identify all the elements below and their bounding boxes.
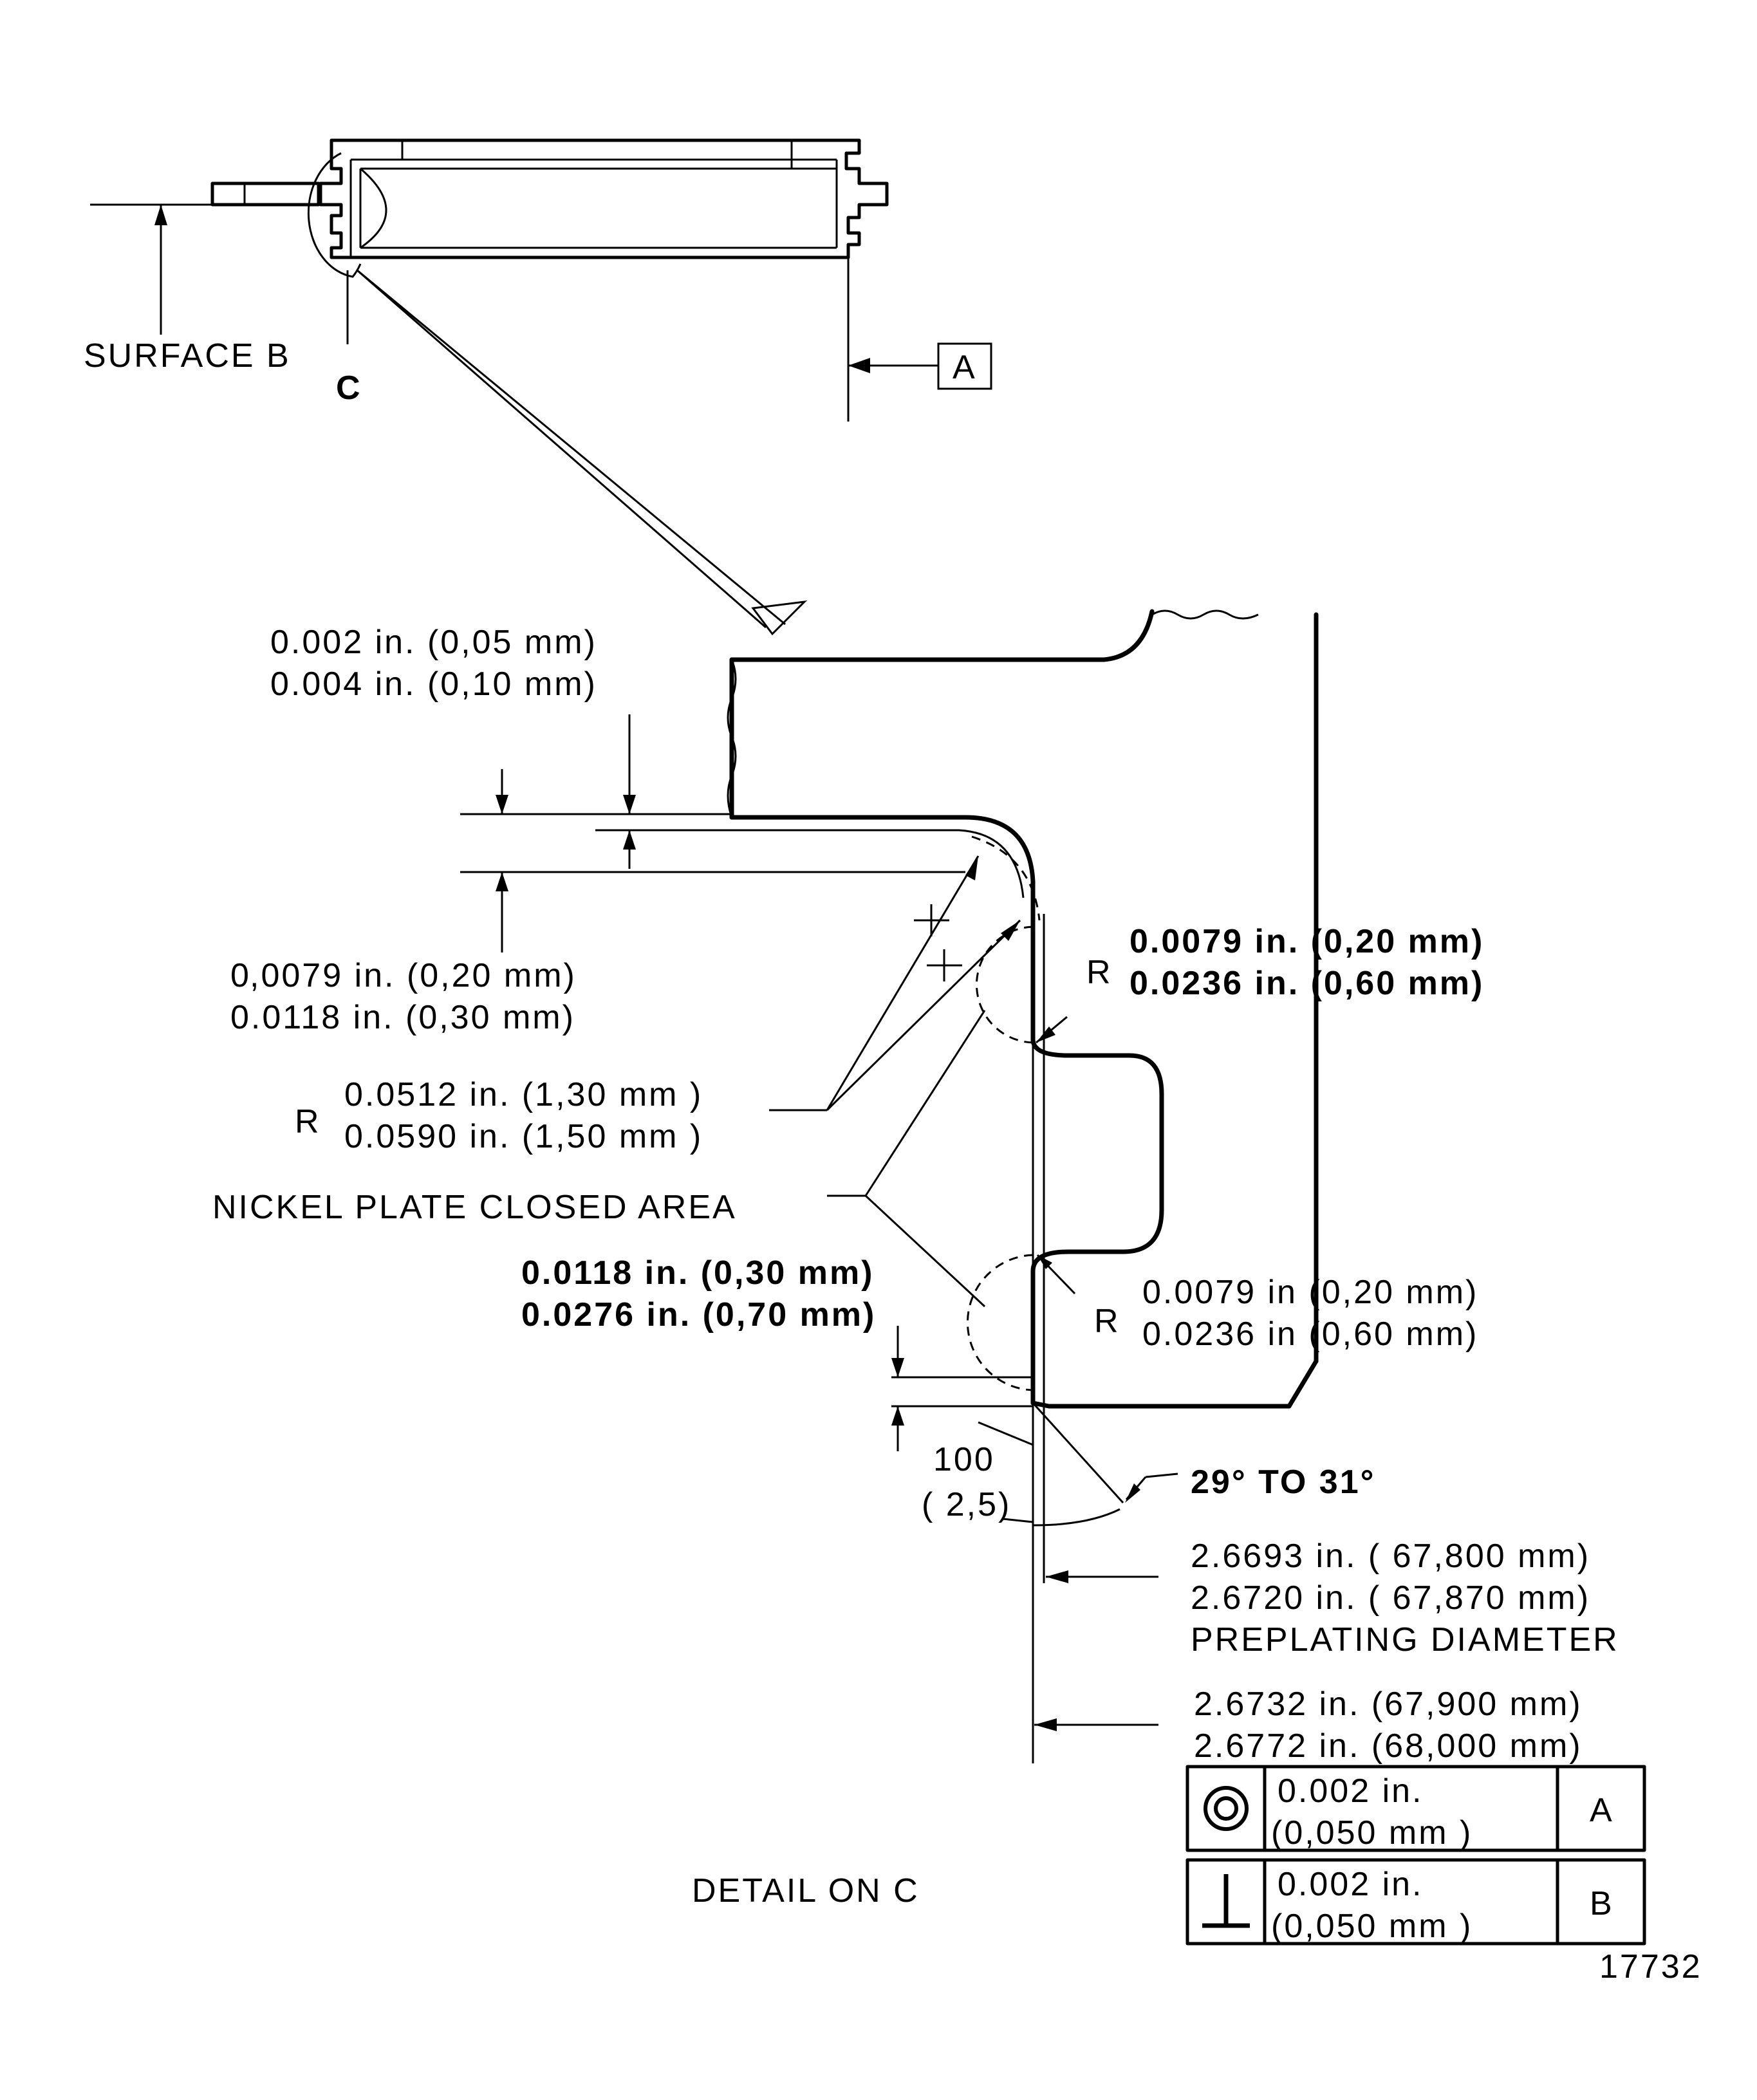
dim-right-top-2: 0.0236 in. (0,60 mm) [1130, 965, 1484, 1002]
dim-left-low-2: 0.0276 in. (0,70 mm) [521, 1296, 876, 1333]
dim-right-low-2: 0.0236 in (0,60 mm) [1142, 1315, 1478, 1353]
chamfer-length-2: ( 2,5) [922, 1486, 1011, 1523]
preplating-dim-2: 2.6720 in. ( 67,870 mm) [1191, 1579, 1590, 1617]
fcf2-datum: B [1590, 1885, 1614, 1922]
dim-right-low-1: 0.0079 in (0,20 mm) [1142, 1274, 1478, 1311]
dim-left-low-1: 0.0118 in. (0,30 mm) [521, 1254, 875, 1292]
fcf1-datum: A [1590, 1792, 1614, 1829]
dimension-lines [460, 714, 1178, 1731]
dim-r-left-1: 0.0512 in. (1,30 mm ) [344, 1076, 703, 1113]
feature-control-frame-perpendicularity [1185, 1858, 1646, 1946]
r-left-label: R [295, 1103, 321, 1140]
r-right-low-label: R [1094, 1303, 1120, 1340]
drawing-number: 17732 [1599, 1948, 1702, 1985]
final-dim-1: 2.6732 in. (67,900 mm) [1194, 1686, 1583, 1723]
dim-right-top-1: 0.0079 in. (0,20 mm) [1130, 923, 1484, 960]
dim-r-left-2: 0.0590 in. (1,50 mm ) [344, 1118, 703, 1155]
preplating-label: PREPLATING DIAMETER [1191, 1621, 1619, 1659]
fcf1-value-2: (0,050 mm ) [1271, 1814, 1473, 1852]
final-dim-2: 2.6772 in. (68,000 mm) [1194, 1727, 1583, 1765]
datum-a-label: A [953, 349, 977, 386]
dim-top-left-2: 0.004 in. (0,10 mm) [270, 665, 597, 703]
dim-top-left-1: 0.002 in. (0,05 mm) [270, 624, 597, 661]
preplating-dim-1: 2.6693 in. ( 67,800 mm) [1191, 1538, 1590, 1575]
dim-left-mid-1: ,0079 in. (0,20 mm) [250, 957, 577, 994]
concentricity-symbol [1204, 1786, 1249, 1831]
feature-control-frame-concentricity [1185, 1765, 1646, 1852]
r-right-top-label: R [1086, 954, 1113, 991]
perpendicularity-symbol [1202, 1874, 1250, 1928]
fcf2-value-1: 0.002 in. [1278, 1866, 1424, 1903]
fcf2-value-2: (0,050 mm ) [1271, 1908, 1473, 1945]
fcf1-value-1: 0.002 in. [1278, 1772, 1424, 1810]
chamfer-angle: 29° TO 31° [1191, 1463, 1375, 1501]
nickel-plate-label: NICKEL PLATE CLOSED AREA [212, 1189, 737, 1226]
detail-c-label: C [336, 369, 362, 407]
dim-left-mid-2: 0.0118 in. (0,30 mm) [230, 999, 575, 1036]
detail-title: DETAIL ON C [692, 1872, 920, 1910]
surface-b-label: SURFACE B [84, 337, 291, 375]
part-section-view [90, 138, 992, 636]
chamfer-length-1: 100 [933, 1441, 995, 1478]
detail-profile [727, 609, 1319, 1763]
dim-left-mid-prefix: 0 [230, 957, 251, 994]
